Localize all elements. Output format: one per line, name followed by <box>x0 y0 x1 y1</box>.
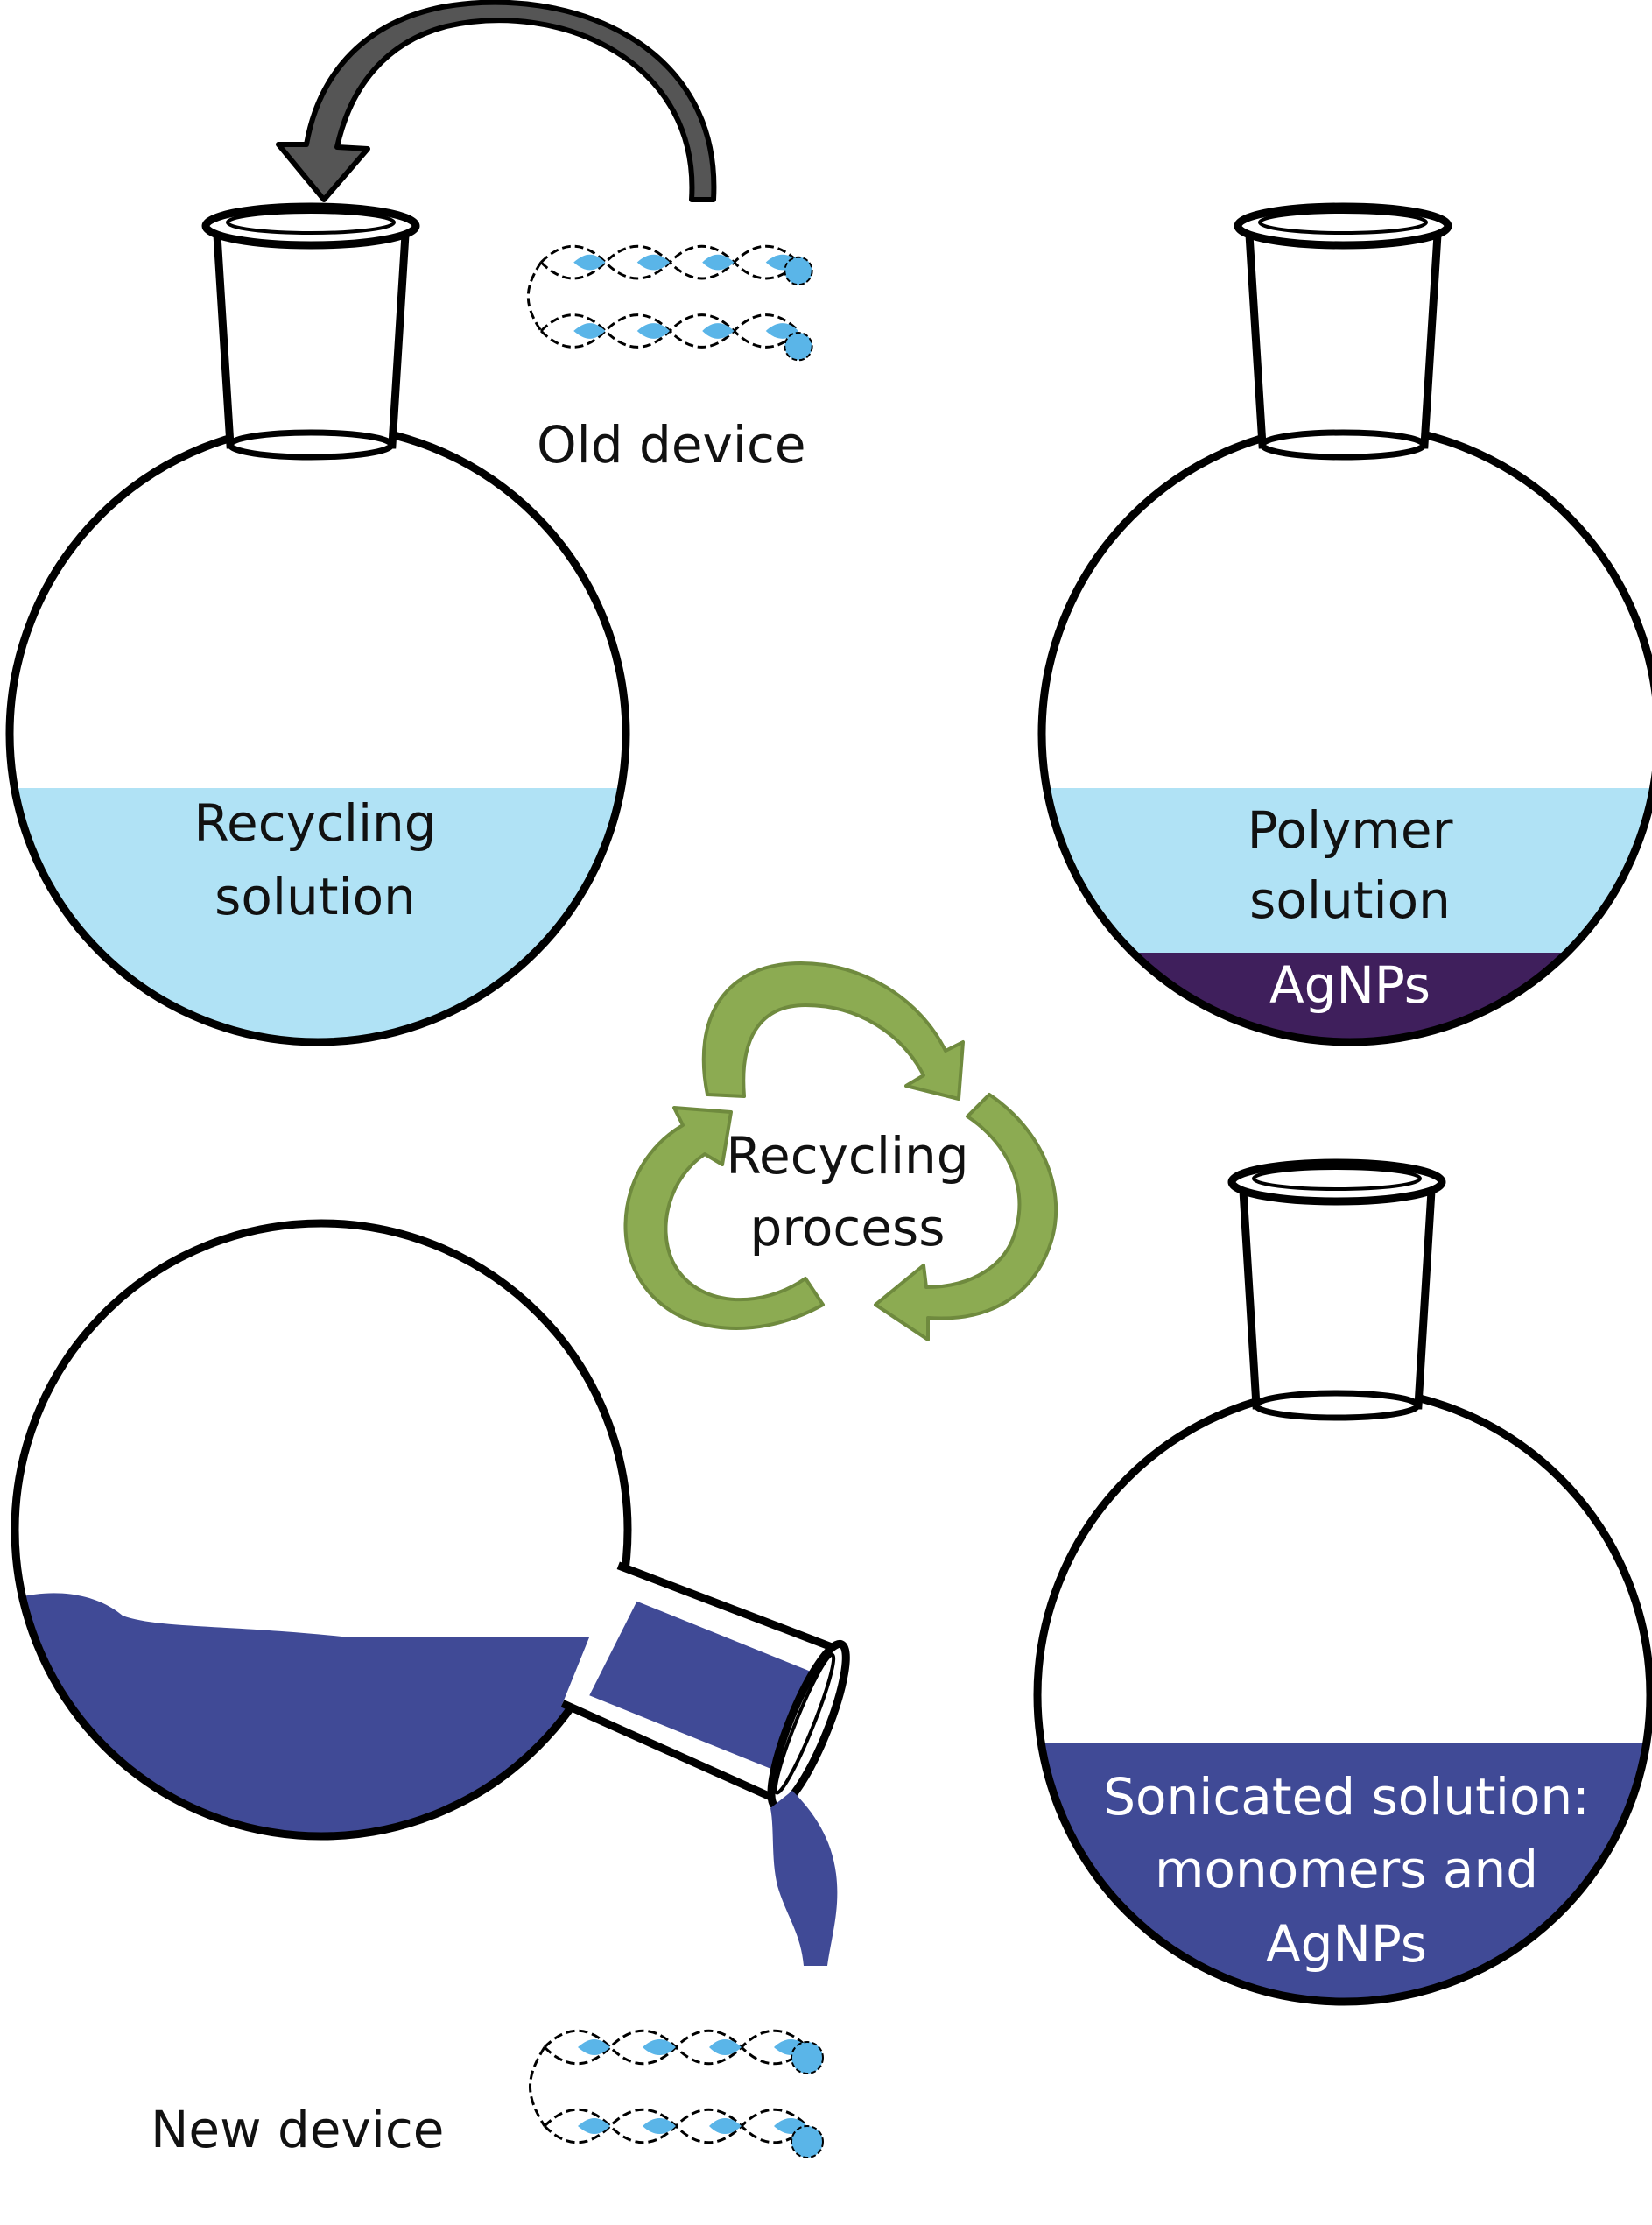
recycling-process-label-1: Recycling <box>726 1126 968 1186</box>
recycle-arrow-icon <box>701 961 965 1101</box>
device-end-circle <box>791 2125 824 2158</box>
sonicated-solution-label-2: monomers and <box>1155 1840 1538 1899</box>
polymer-solution-label-1: Polymer <box>1248 800 1453 860</box>
new-device <box>529 2029 824 2158</box>
recycle-arrow-icon <box>874 1093 1058 1341</box>
recycling-process-symbol: Recycling process <box>623 961 1058 1341</box>
insert-arrow <box>276 0 717 202</box>
old-device <box>526 244 813 362</box>
flask-neck <box>1245 234 1442 449</box>
curved-arrow-icon <box>276 0 717 202</box>
flask-neck-ring <box>1259 429 1427 461</box>
new-device-label: New device <box>151 2100 444 2159</box>
recycle-arrow-icon <box>623 1106 825 1330</box>
device-end-circle <box>784 331 813 362</box>
flask-rim <box>1234 202 1452 250</box>
pouring-flask-liquid <box>15 1593 613 1836</box>
sonicated-solution-label-1: Sonicated solution: <box>1103 1767 1590 1827</box>
flask-rim <box>1227 1158 1446 1206</box>
pouring-stream <box>770 1791 838 1966</box>
flask-pouring <box>11 1219 850 1966</box>
flask-neck-ring <box>227 429 395 461</box>
device-end-circle <box>784 256 813 286</box>
sonicated-solution-label-3: AgNPs <box>1266 1914 1427 1974</box>
flask-neck <box>213 234 410 449</box>
flask-neck-ring <box>1253 1390 1421 1421</box>
flask-rim <box>201 202 420 250</box>
flask-polymer-solution: Polymer solution AgNPs <box>1037 202 1652 1046</box>
flask-sonicated-solution: Sonicated solution: monomers and AgNPs <box>1033 1158 1652 2006</box>
flask-bulb <box>11 1219 632 1841</box>
flask-neck <box>1239 1190 1436 1410</box>
old-device-label: Old device <box>537 415 806 475</box>
polymer-solution-label-2: solution <box>1249 870 1451 930</box>
recycling-solution-label-2: solution <box>214 867 416 926</box>
recycling-solution-label-1: Recycling <box>193 793 436 853</box>
device-end-circle <box>791 2041 824 2074</box>
recycling-process-label-2: process <box>750 1198 946 1257</box>
flask-recycling-solution: Recycling solution <box>5 202 630 1046</box>
agnps-label: AgNPs <box>1269 955 1431 1015</box>
polymer-solution-liquid <box>1042 788 1652 954</box>
